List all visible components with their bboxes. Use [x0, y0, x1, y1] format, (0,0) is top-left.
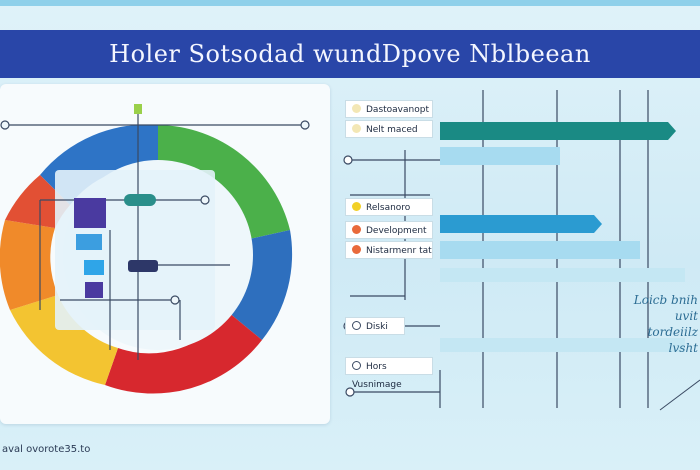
title-banner	[0, 30, 700, 78]
top-strip	[0, 0, 700, 6]
gantt-row-label: Nistarmenr tat	[345, 241, 433, 259]
row-dot-icon	[352, 361, 361, 370]
gantt-row-label: Diski	[345, 317, 405, 335]
row-dot-icon	[352, 321, 361, 330]
side-text: Loicb bnih uvit tordeiilz lvsht	[633, 293, 698, 355]
gantt-row-label: Development	[345, 221, 433, 239]
gantt-row-label: Hors Vusnimage	[345, 357, 433, 390]
row-dot-icon	[352, 202, 361, 211]
bottom-caption: aval ovorote35.to	[2, 444, 91, 455]
gantt-row-label: Nelt maced	[345, 120, 433, 138]
row-dot-icon	[352, 104, 361, 113]
page-title: Holer Sotsodad wundDpove Nblbeean	[109, 40, 591, 68]
row-dot-icon	[352, 124, 361, 133]
row-dot-icon	[352, 225, 361, 234]
row-dot-icon	[352, 245, 361, 254]
gantt-row-label: Dastoavanopt	[345, 100, 433, 118]
donut-panel	[0, 84, 330, 424]
gantt-row-label: Relsanoro	[345, 198, 433, 216]
